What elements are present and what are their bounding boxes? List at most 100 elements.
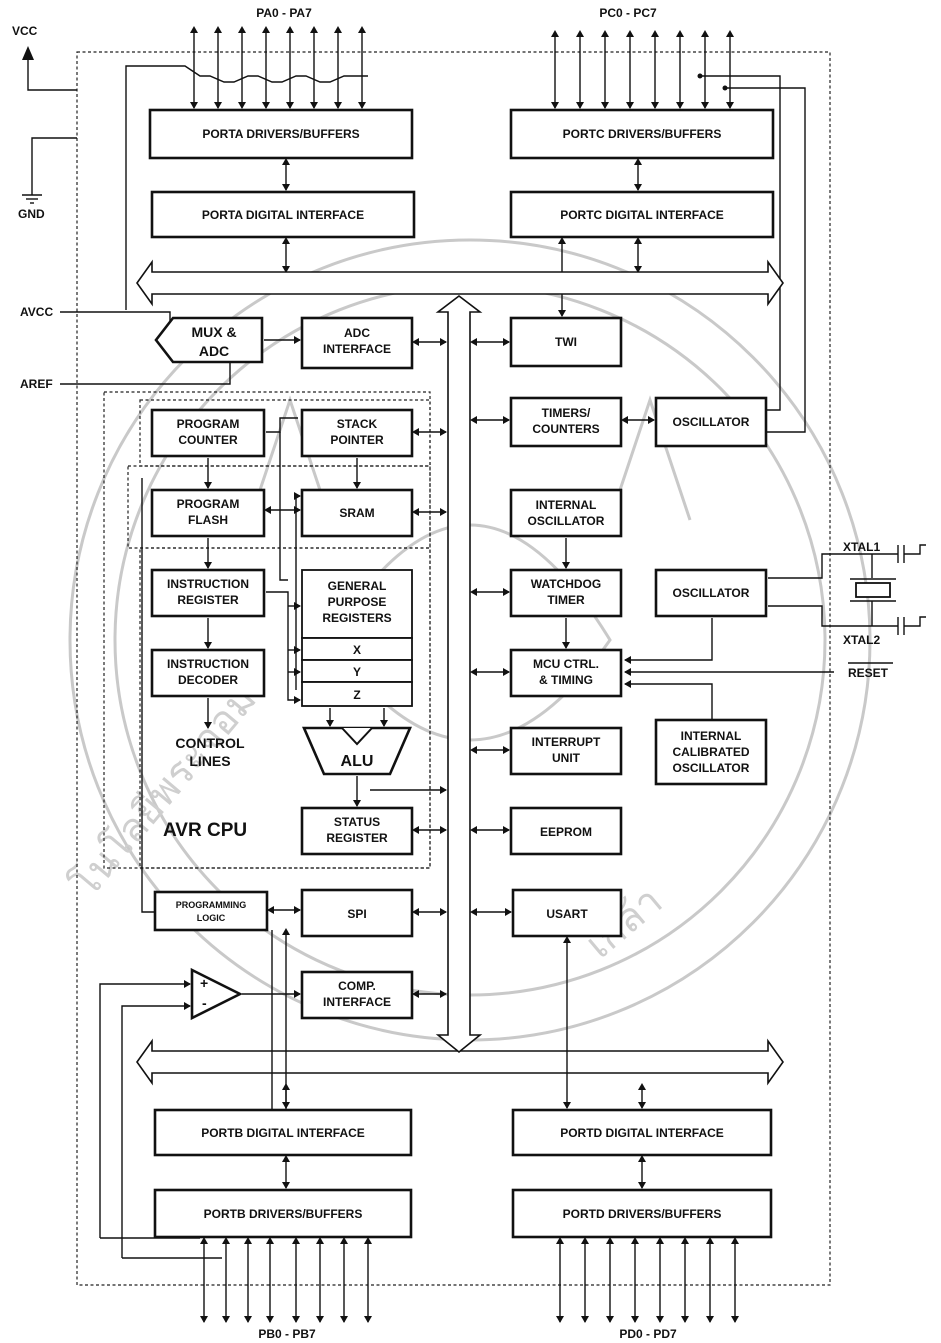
mux-adc-block [154,316,264,364]
interrupt-unit-block [509,726,623,776]
porta-pins [125,26,368,310]
stack-pointer-line2: POINTER [330,433,384,447]
data-bus-vertical [435,294,483,1054]
program-counter-line2: COUNTER [178,433,238,447]
portd-pins [556,1237,739,1323]
twi-label: TWI [555,335,577,349]
program-flash-line2: FLASH [188,513,228,527]
icosc-line3: OSCILLATOR [673,761,750,775]
gp-registers-line1: GENERAL [328,579,387,593]
reg-x-label: X [353,643,361,657]
icosc-line2: CALIBRATED [672,745,749,759]
pin-label-portb: PB0 - PB7 [258,1327,316,1341]
reg-z-block [301,681,413,707]
eeprom-label: EEPROM [540,825,592,839]
instruction-register-line2: REGISTER [177,593,239,607]
programming-logic-line1: PROGRAMMING [176,900,247,910]
pin-label-portd: PD0 - PD7 [619,1327,677,1341]
xtal1-label: XTAL1 [843,540,880,554]
porta-drivers-block [148,108,414,160]
portd-drivers-label: PORTD DRIVERS/BUFFERS [563,1207,722,1221]
mux-adc-line1: MUX & [191,324,236,340]
comp-interface-block [300,970,414,1020]
internal-calibrated-oscillator-block [654,718,768,786]
internal-oscillator-line2: OSCILLATOR [528,514,605,528]
mcu-ctrl-line1: MCU CTRL. [533,657,599,671]
interrupt-unit-line1: INTERRUPT [532,735,601,749]
program-counter-line1: PROGRAM [177,417,240,431]
aref-label: AREF [20,377,53,391]
programming-logic-line2: LOGIC [197,913,226,923]
portb-drivers-block [153,1188,413,1239]
porta-drivers-label: PORTA DRIVERS/BUFFERS [202,127,359,141]
watchdog-timer-line2: TIMER [547,593,585,607]
analog-comparator-icon [190,967,243,1021]
timers-counters-line1: TIMERS/ [542,406,591,420]
timers-counters-line2: COUNTERS [532,422,599,436]
avcc-label: AVCC [20,305,53,319]
programming-logic-block [153,890,269,932]
portb-pins [200,1237,372,1323]
portd-digital-label: PORTD DIGITAL INTERFACE [560,1126,724,1140]
alu-block [302,726,412,776]
alu-label: ALU [341,753,374,770]
instruction-decoder-block [150,648,266,698]
portc-digital-block [509,190,775,239]
internal-oscillator-block [509,488,623,538]
twi-block [509,316,623,368]
usart-label: USART [546,907,588,921]
avr-cpu-label: AVR CPU [163,820,247,841]
comp-interface-line2: INTERFACE [323,995,391,1009]
instruction-register-line1: INSTRUCTION [167,577,249,591]
watchdog-timer-line1: WATCHDOG [531,577,601,591]
timers-counters-block [509,396,623,448]
adc-interface-line1: ADC [344,326,370,340]
oscillator-top-label: OSCILLATOR [673,415,750,429]
mcu-ctrl-block [509,648,623,698]
watchdog-timer-block [509,568,623,618]
sram-block [300,488,414,538]
instruction-register-block [150,568,266,618]
portb-digital-block [153,1108,413,1157]
pin-label-porta: PA0 - PA7 [256,6,312,20]
portd-drivers-block [511,1188,773,1239]
internal-oscillator-line1: INTERNAL [536,498,597,512]
oscillator-mid-label: OSCILLATOR [673,586,750,600]
reg-y-label: Y [353,665,361,679]
instruction-decoder-line2: DECODER [178,673,238,687]
svg-text:โนโลยีพระจอม: โนโลยีพระจอม [62,677,265,906]
vcc-label: VCC [12,24,38,38]
portb-drivers-label: PORTB DRIVERS/BUFFERS [204,1207,363,1221]
status-register-line1: STATUS [334,815,380,829]
portd-digital-block [511,1108,773,1157]
crystal-icon [855,582,891,598]
interrupt-unit-line2: UNIT [552,751,581,765]
adc-interface-block [300,316,414,370]
gp-registers-block [301,569,413,639]
program-counter-block [150,408,266,458]
portc-drivers-block [509,108,775,160]
eeprom-block [509,806,623,856]
portb-digital-label: PORTB DIGITAL INTERFACE [201,1126,365,1140]
gnd-label: GND [18,207,45,221]
portc-digital-label: PORTC DIGITAL INTERFACE [560,208,724,222]
sram-label: SRAM [339,506,374,520]
program-flash-line1: PROGRAM [177,497,240,511]
chip-outline [76,51,831,1286]
gp-registers-line3: REGISTERS [322,611,391,625]
instruction-decoder-line1: INSTRUCTION [167,657,249,671]
oscillator-top-block [654,396,768,448]
oscillator-mid-block [654,568,768,618]
data-bus-bottom [136,1038,784,1086]
control-lines-line2: LINES [189,753,230,769]
reg-z-label: Z [353,688,360,702]
control-lines-line1: CONTROL [175,735,245,751]
gnd-wire [31,137,77,195]
stack-pointer-line1: STACK [337,417,378,431]
icosc-line1: INTERNAL [681,729,742,743]
usart-block [511,888,623,938]
spi-block [300,888,414,938]
vcc-wire [27,60,77,91]
data-bus-top [136,259,784,307]
